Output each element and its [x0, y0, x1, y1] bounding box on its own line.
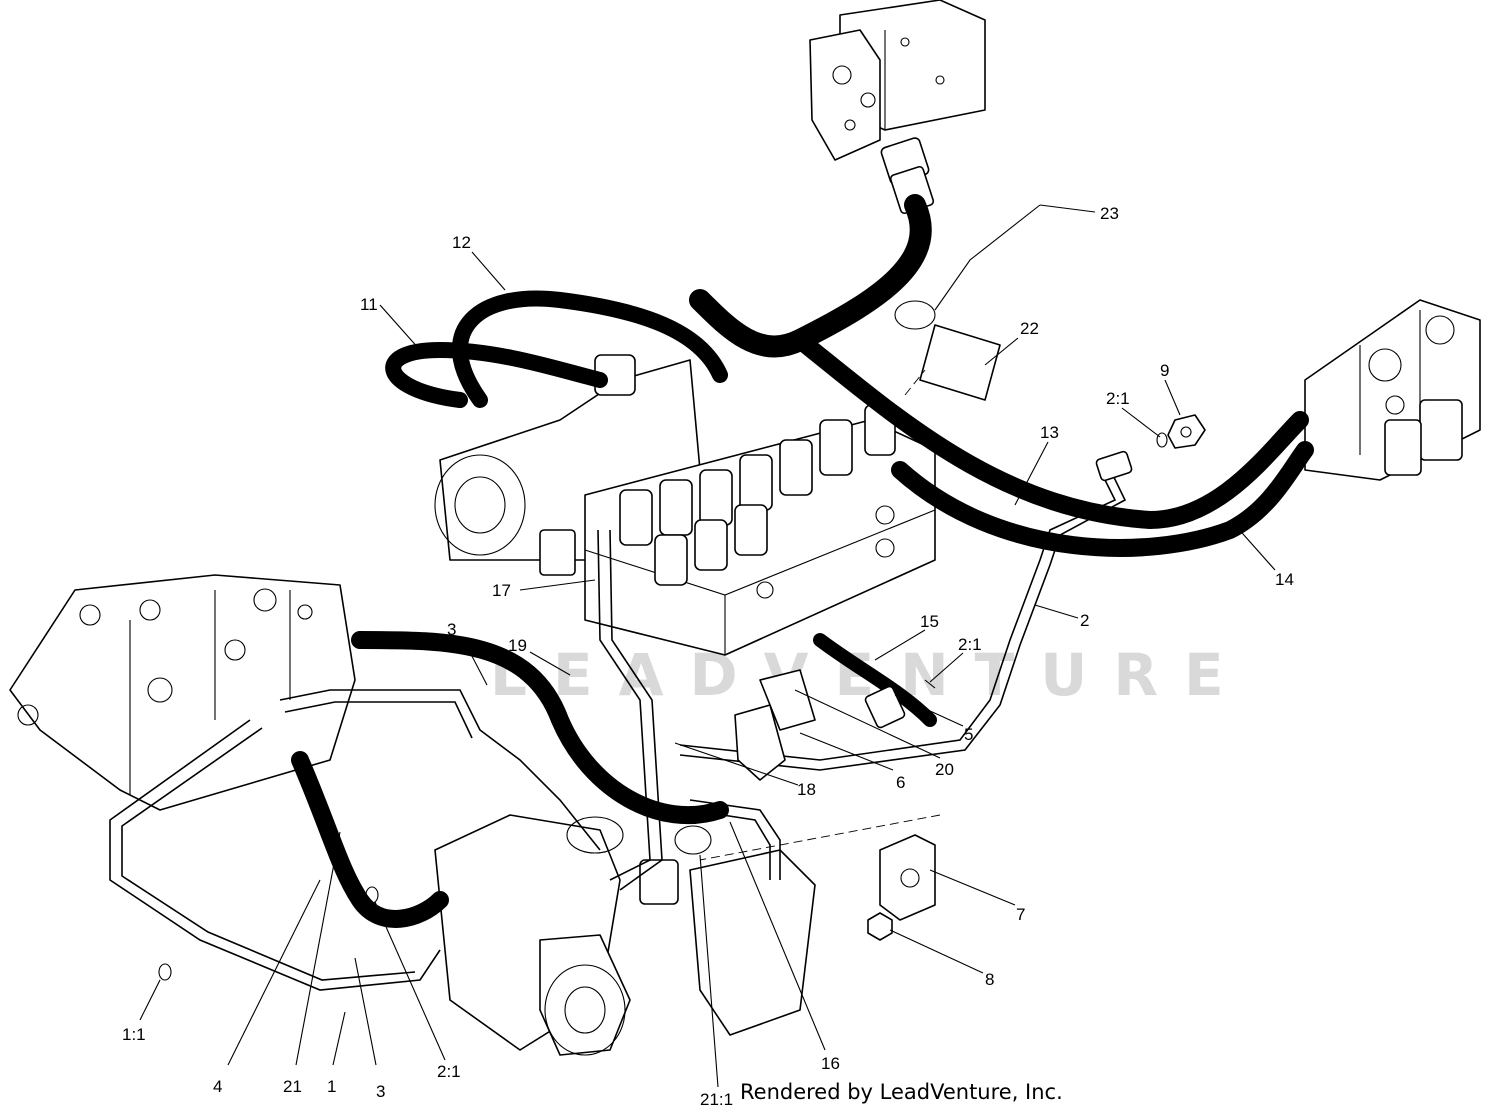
callout-3-lower: 3 [376, 1082, 385, 1101]
watermark: LEADVENTURE [490, 641, 1250, 709]
callout-11: 11 [360, 295, 378, 314]
callout-22: 22 [1020, 319, 1039, 338]
callout-12: 12 [452, 233, 471, 252]
callout-14: 14 [1275, 570, 1294, 589]
dashed-references [699, 369, 941, 861]
callout-19: 19 [508, 636, 527, 655]
callout-17: 17 [492, 581, 511, 600]
callout-21-1: 21:1 [700, 1090, 733, 1109]
callout-13: 13 [1040, 423, 1059, 442]
callout-15: 15 [920, 612, 939, 631]
callout-16: 16 [821, 1054, 840, 1073]
callout-7: 7 [1016, 905, 1025, 924]
left-valve-block [9, 574, 356, 811]
rigid-tubes [109, 464, 1127, 991]
callout-23: 23 [1100, 204, 1119, 223]
callout-2-1-lower: 2:1 [437, 1062, 461, 1081]
callout-5: 5 [964, 725, 973, 744]
right-valve-block [1304, 299, 1481, 481]
callout-20: 20 [935, 760, 954, 779]
callout-21: 21 [283, 1077, 302, 1096]
callout-1-1: 1:1 [122, 1025, 146, 1044]
callout-2-1-middle: 2:1 [958, 635, 982, 654]
callout-2-1-upper: 2:1 [1106, 389, 1130, 408]
leader-lines [139, 204, 1276, 1088]
callout-9: 9 [1160, 361, 1169, 380]
top-valve-block [809, 0, 986, 215]
callout-6: 6 [896, 773, 905, 792]
callout-8: 8 [985, 970, 994, 989]
hoses [291, 194, 1314, 928]
render-credit: Rendered by LeadVenture, Inc. [740, 1080, 1063, 1104]
callout-labels: 23 12 11 22 9 2:1 13 14 17 2 3 19 15 2:1… [122, 204, 1294, 1109]
callout-3-upper: 3 [447, 620, 456, 639]
callout-18: 18 [797, 780, 816, 799]
lower-pump [434, 814, 816, 1056]
callout-1: 1 [327, 1077, 336, 1096]
control-valve-manifold [584, 404, 936, 656]
callout-4: 4 [213, 1077, 222, 1096]
small-parts [158, 204, 1206, 981]
callout-2: 2 [1080, 611, 1089, 630]
